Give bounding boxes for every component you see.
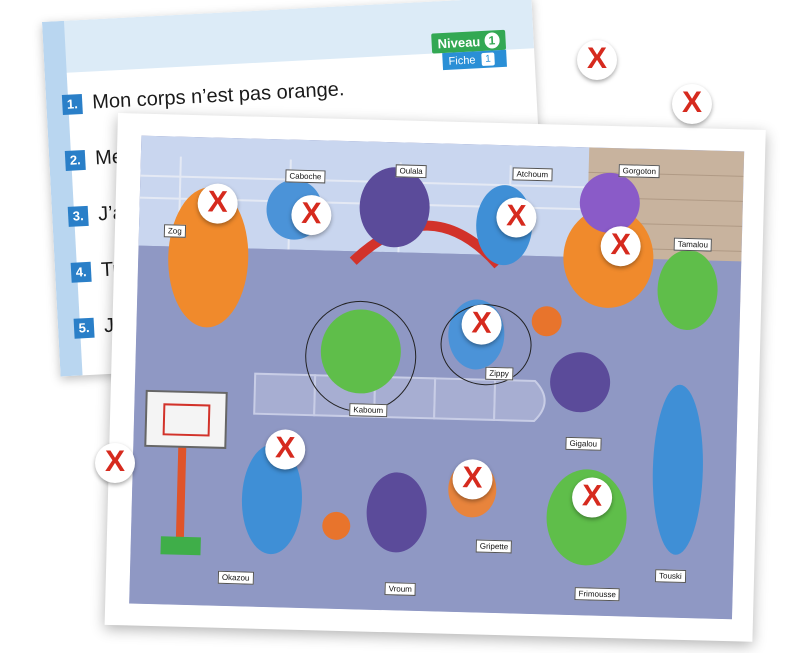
name-tag-atchoum: Atchoum (512, 167, 553, 182)
hoop-target (162, 403, 211, 437)
sheet-number: 1 (481, 52, 495, 67)
playground-scene: Zog Caboche Oulala Atchoum Gorgoton Tama… (129, 135, 745, 620)
scene-illustration (129, 135, 745, 620)
name-tag-caboche: Caboche (285, 169, 326, 184)
name-tag-zippy: Zippy (485, 366, 514, 381)
sheet-label: Fiche 1 (442, 49, 507, 71)
basketball (322, 511, 351, 540)
playground-card: Zog Caboche Oulala Atchoum Gorgoton Tama… (104, 113, 766, 642)
x-marker-outside-left[interactable]: X (95, 443, 135, 483)
name-tag-touski: Touski (654, 569, 686, 584)
name-tag-gripette: Gripette (475, 539, 513, 554)
hoop-board (144, 389, 228, 449)
monster-tamalou (657, 249, 718, 330)
monster-touski (652, 384, 703, 555)
gorgoton-hair (579, 172, 640, 233)
name-tag-tamalou: Tamalou (673, 237, 713, 252)
name-tag-kaboum: Kaboum (349, 403, 388, 418)
sentence-1: 1. Mon corps n’est pas orange. (61, 78, 345, 116)
monster-vroum (366, 472, 427, 553)
level-badge: Niveau 1 Fiche 1 (431, 29, 507, 74)
name-tag-okazou: Okazou (217, 570, 254, 585)
monster-zog (168, 187, 249, 328)
basketball (531, 306, 562, 337)
name-tag-vroum: Vroum (384, 582, 417, 596)
level-number: 1 (483, 32, 500, 49)
hoop-base (160, 536, 201, 556)
name-tag-oulala: Oulala (395, 164, 427, 179)
monster-okazou (241, 444, 302, 555)
monster-oulala (359, 167, 430, 248)
name-tag-gorgoton: Gorgoton (618, 164, 661, 179)
monster-gigalou (550, 352, 611, 413)
name-tag-zog: Zog (163, 224, 186, 238)
x-marker-outside-top[interactable]: X (577, 40, 617, 80)
name-tag-gigalou: Gigalou (565, 436, 602, 451)
monster-kaboum (320, 309, 401, 394)
hopscotch (253, 372, 546, 423)
name-tag-frimousse: Frimousse (574, 587, 621, 602)
x-marker-outside-right[interactable]: X (672, 84, 712, 124)
